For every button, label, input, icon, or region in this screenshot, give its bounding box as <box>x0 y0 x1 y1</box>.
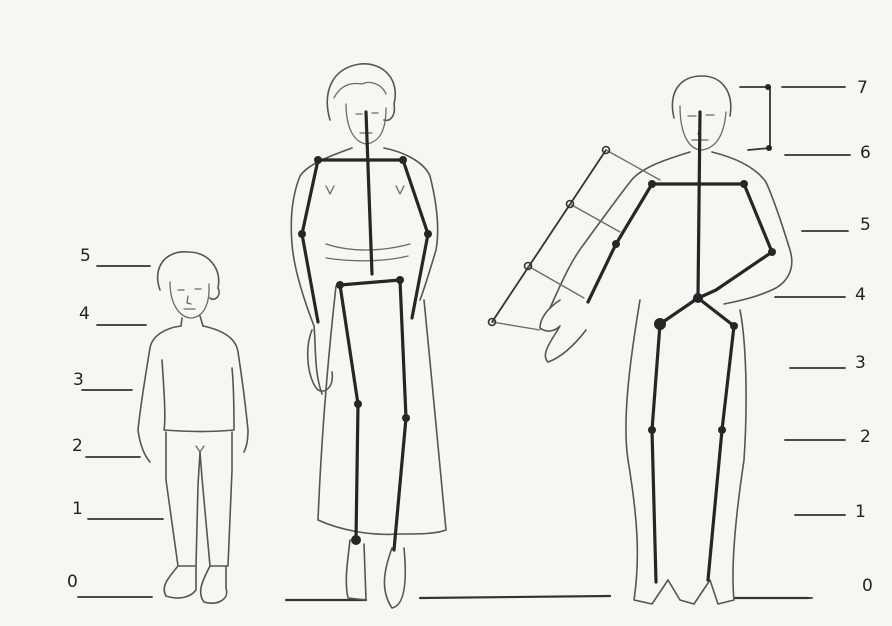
right-label-1: 1 <box>855 502 866 522</box>
right-label-2: 2 <box>860 427 871 447</box>
man-joint-shoulder-l <box>648 180 656 188</box>
man-joint-shoulder-r <box>740 180 748 188</box>
bracket-bottom-dot <box>766 145 772 151</box>
man-joint-hip-r <box>730 322 738 330</box>
man-joint-elbow-l <box>612 240 620 248</box>
right-label-7: 7 <box>857 78 868 98</box>
left-label-5: 5 <box>80 246 91 266</box>
woman-joint-elbow-l <box>298 230 306 238</box>
left-label-3: 3 <box>73 370 84 390</box>
left-label-1: 1 <box>72 499 83 519</box>
man-joint-pelvis <box>693 293 703 303</box>
right-label-0: 0 <box>862 576 873 596</box>
left-label-0: 0 <box>67 572 78 592</box>
right-label-5: 5 <box>860 215 871 235</box>
bracket-top-dot <box>765 84 771 90</box>
man-joint-knee-r <box>718 426 726 434</box>
woman-joint-shoulder-l <box>314 156 322 164</box>
man-joint-hip-l <box>654 318 666 330</box>
man-spine <box>698 112 700 296</box>
woman-joint-elbow-r <box>424 230 432 238</box>
right-label-4: 4 <box>855 285 866 305</box>
left-label-2: 2 <box>72 436 83 456</box>
woman-joint-hip-r <box>396 276 404 284</box>
woman-joint-knee-r <box>402 414 410 422</box>
woman-joint-shoulder-r <box>399 156 407 164</box>
man-joint-elbow-r <box>768 248 776 256</box>
right-label-6: 6 <box>860 143 871 163</box>
woman-joint-hip-l <box>336 281 344 289</box>
right-label-3: 3 <box>855 353 866 373</box>
man-joint-knee-l <box>648 426 656 434</box>
woman-joint-ankle-l <box>351 535 361 545</box>
woman-joint-knee-l <box>354 400 362 408</box>
left-label-4: 4 <box>79 304 90 324</box>
